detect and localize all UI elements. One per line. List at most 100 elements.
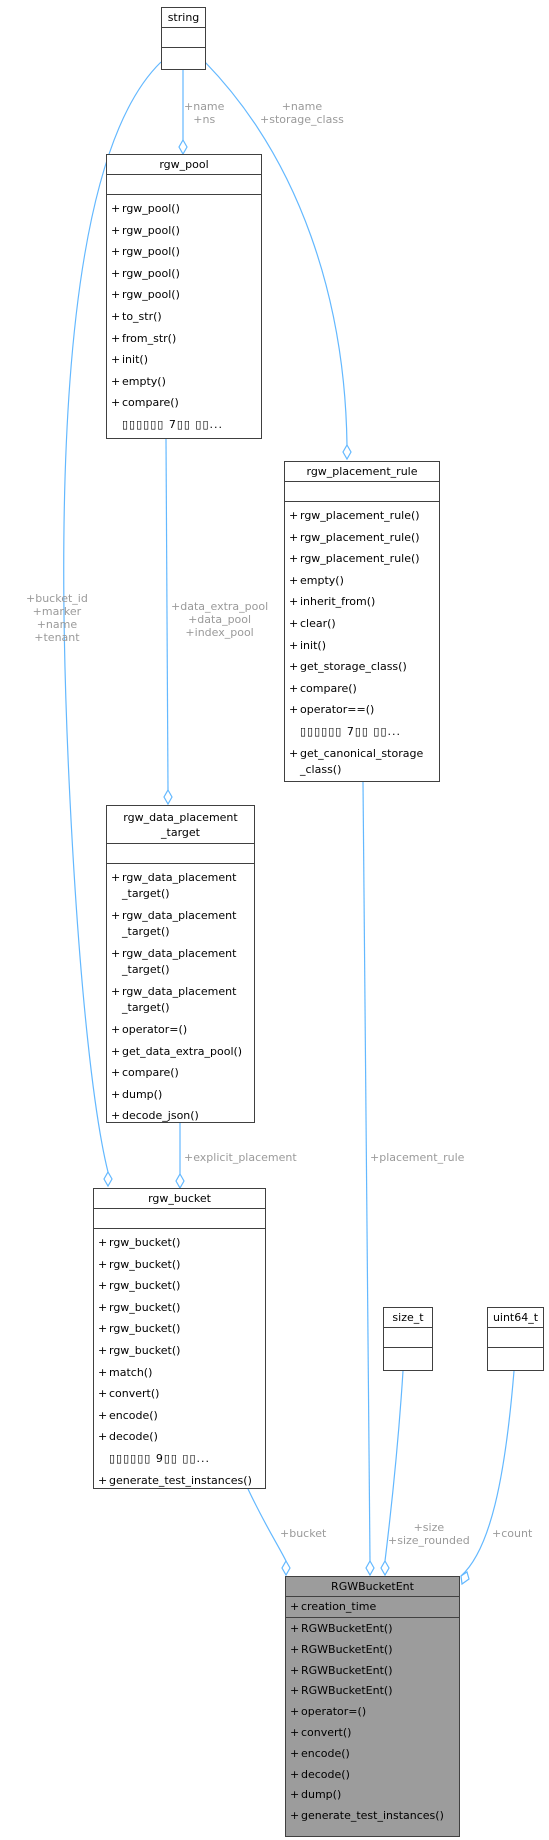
methods-section: +rgw_pool() +rgw_pool() +rgw_pool() +rgw… [107,195,261,438]
methods-section: +rgw_placement_rule() +rgw_placement_rul… [285,502,439,783]
method-item: +from_str() [111,331,177,345]
more-methods-item: ▯▯▯▯▯▯ 7▯▯ ▯▯... [122,417,224,431]
class-title: uint64_t [488,1308,543,1328]
edge-label-string-bucket: +bucket_id +marker +name +tenant [26,592,88,644]
method-item: +init() [289,638,326,652]
method-item: +init() [111,353,148,367]
method-item: +operator=() [290,1705,367,1719]
method-item: +compare() [289,681,357,695]
method-item: +rgw_pool() [111,245,180,259]
edge-label-string-rule: +name +storage_class [260,100,344,126]
methods-section: +RGWBucketEnt() +RGWBucketEnt() +RGWBuck… [286,1618,459,1828]
edge-label-line: +size [413,1521,445,1534]
attributes-section [162,28,205,48]
method-item: +compare() [111,396,179,410]
class-title: rgw_placement_rule [285,462,439,482]
edge-string-to-rgw-bucket [63,61,162,1173]
edge-label-rule-ent: +placement_rule [370,1151,464,1164]
method-item: +rgw_data_placement_target() [111,985,237,1014]
attribute-item: +creation_time [290,1600,377,1613]
more-methods-item: ▯▯▯▯▯▯ 9▯▯ ▯▯... [109,1451,211,1465]
attributes-section: +creation_time [286,1597,459,1618]
methods-section [162,48,205,67]
attributes-section [384,1328,432,1348]
method-item: +rgw_data_placement_target() [111,947,237,976]
edge-rgw-bucket-to-ent [247,1488,287,1562]
method-item: +rgw_data_placement_target() [111,871,237,900]
method-item: +inherit_from() [289,595,376,609]
attributes-section [107,844,254,864]
edge-diamond-ent-rule [365,1559,375,1577]
class-title: size_t [384,1308,432,1328]
class-size-t[interactable]: size_t [383,1307,433,1371]
method-item: +RGWBucketEnt() [290,1642,393,1656]
method-item: +RGWBucketEnt() [290,1663,393,1677]
class-rgw-bucket[interactable]: rgw_bucket +rgw_bucket() +rgw_bucket() +… [93,1188,266,1489]
method-item: +rgw_placement_rule() [289,552,420,566]
class-rgw-bucket-ent[interactable]: RGWBucketEnt +creation_time +RGWBucketEn… [285,1576,460,1837]
edge-diamond-rgw-pool [178,138,188,156]
method-item: +operator=() [111,1023,188,1036]
method-item: +rgw_bucket() [98,1322,181,1336]
edge-label-line: +count [492,1527,533,1540]
class-rgw-data-placement-target[interactable]: rgw_data_placement _target +rgw_data_pla… [106,805,255,1123]
edge-diamond-ent-size [380,1559,390,1577]
edge-diamond-rgw-bucket-string [103,1170,113,1188]
attributes-section [285,482,439,502]
edge-label-line: +tenant [34,631,80,644]
method-item: +rgw_bucket() [98,1257,181,1271]
method-item: +dump() [290,1788,342,1802]
method-item: +rgw_placement_rule() [289,530,420,544]
edge-label-line: +ns [193,113,216,126]
class-string[interactable]: string [161,7,206,70]
edge-label-line: +index_pool [185,626,254,639]
edge-label-line: +data_extra_pool [171,600,269,613]
method-item: +encode() [98,1408,158,1422]
attributes-section [94,1209,265,1229]
method-item: +rgw_pool() [111,288,180,302]
method-item: +rgw_pool() [111,266,180,280]
method-item: +decode_json() [111,1109,199,1123]
edge-uint64-to-ent [460,1370,515,1577]
method-item: +RGWBucketEnt() [290,1622,393,1635]
method-item: +rgw_data_placement_target() [111,909,237,938]
method-item: +get_canonical_storage _class() [289,746,424,776]
method-item: +convert() [290,1725,352,1739]
edge-label-line: +size_rounded [388,1534,470,1547]
edge-label-sizet-ent: +size +size_rounded [388,1521,470,1547]
attributes-section [488,1328,543,1348]
edge-label-line: +data_pool [188,613,252,626]
edge-diamond-rgw-bucket-target [175,1172,185,1190]
method-item: +get_storage_class() [289,660,407,674]
edge-diamond-target [163,788,173,806]
method-item: +empty() [111,374,166,388]
class-title: RGWBucketEnt [286,1577,459,1597]
method-item: +empty() [289,573,344,587]
edge-string-to-rgw-placement-rule [204,61,348,446]
edge-label-line: +name [281,100,323,113]
method-item: +dump() [111,1087,163,1101]
edge-label-uint64-ent: +count [492,1527,532,1540]
method-item: +rgw_placement_rule() [289,509,420,522]
method-item: +rgw_bucket() [98,1343,181,1357]
more-methods-item: ▯▯▯▯▯▯ 7▯▯ ▯▯... [300,724,402,738]
edge-label-line: +bucket [280,1527,327,1540]
class-rgw-placement-rule[interactable]: rgw_placement_rule +rgw_placement_rule()… [284,461,440,782]
class-uint64-t[interactable]: uint64_t [487,1307,544,1371]
method-item: +rgw_bucket() [98,1279,181,1293]
edge-label-line: +bucket_id [26,592,88,605]
edge-label-bucket-ent: +bucket [280,1527,326,1540]
class-rgw-pool[interactable]: rgw_pool +rgw_pool() +rgw_pool() +rgw_po… [106,154,262,439]
method-item: +get_data_extra_pool() [111,1044,243,1058]
method-item: +to_str() [111,309,162,323]
method-item: +rgw_pool() [111,223,180,237]
edge-label-line: +storage_class [260,113,344,126]
method-item: +match() [98,1365,153,1379]
edge-label-target-bucket: +explicit_placement [184,1151,297,1164]
method-item: +decode() [98,1430,158,1444]
class-title: string [162,8,205,28]
edge-label-pool-target: +data_extra_pool +data_pool +index_pool [171,600,268,639]
method-item: +decode() [290,1767,350,1781]
class-title-line: rgw_data_placement [123,811,238,824]
